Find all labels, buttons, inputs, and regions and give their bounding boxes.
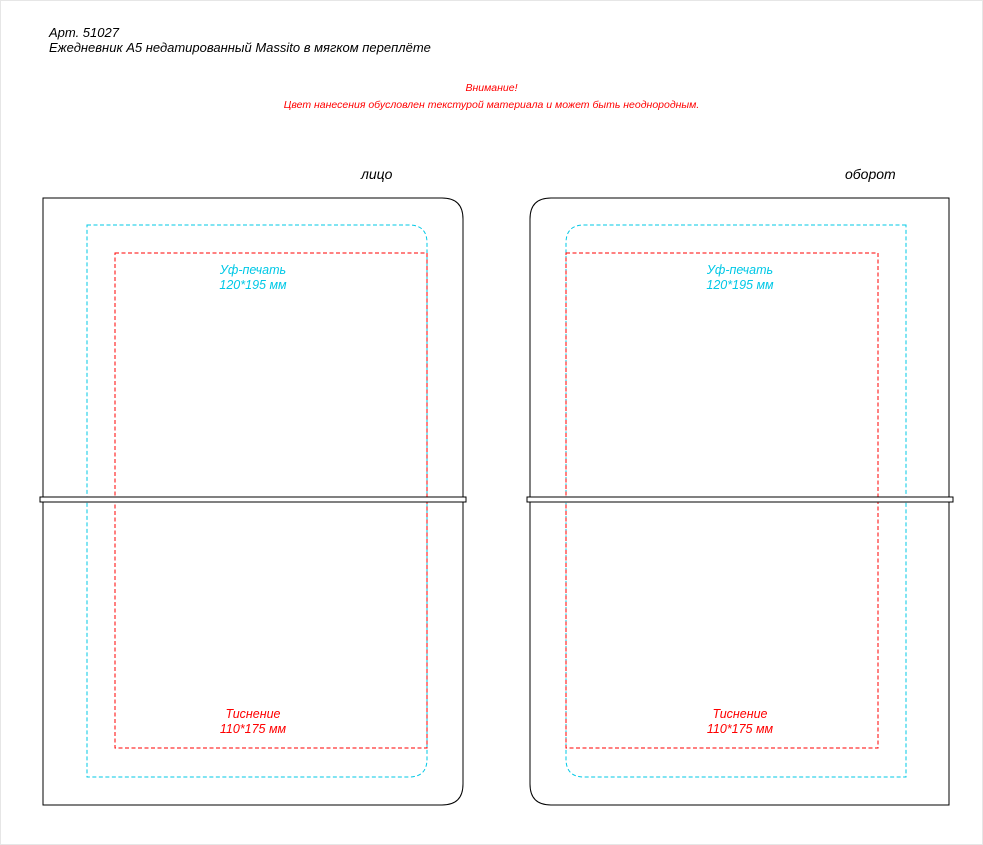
front-elastic-band (39, 496, 467, 503)
front-emboss-size: 110*175 мм (219, 722, 287, 736)
back-uv-zone (565, 224, 907, 778)
warning-title: Внимание! (465, 82, 518, 94)
front-uv-label: Уф-печать 120*195 мм (173, 263, 333, 293)
front-cover-outline (42, 197, 464, 806)
back-uv-label: Уф-печать 120*195 мм (660, 263, 820, 293)
back-emboss-label: Тиснение 110*175 мм (660, 707, 820, 737)
back-emboss-size: 110*175 мм (706, 722, 774, 736)
front-side-label: лицо (361, 166, 393, 182)
front-emboss-title: Тиснение (225, 707, 281, 721)
warning-text: Цвет нанесения обусловлен текстурой мате… (283, 99, 700, 111)
back-cover-outline (529, 197, 950, 806)
back-emboss-title: Тиснение (712, 707, 768, 721)
product-name: Ежедневник А5 недатированный Massito в м… (49, 40, 431, 55)
front-cover (39, 197, 467, 806)
front-emboss-label: Тиснение 110*175 мм (173, 707, 333, 737)
back-elastic-band (526, 496, 954, 503)
front-uv-title: Уф-печать (219, 263, 287, 277)
back-uv-size: 120*195 мм (706, 278, 774, 292)
back-cover (526, 197, 954, 806)
front-uv-zone (86, 224, 428, 778)
back-uv-title: Уф-печать (706, 263, 774, 277)
back-side-label: оборот (845, 166, 896, 182)
front-uv-size: 120*195 мм (219, 278, 287, 292)
article-number: Арт. 51027 (49, 25, 119, 40)
